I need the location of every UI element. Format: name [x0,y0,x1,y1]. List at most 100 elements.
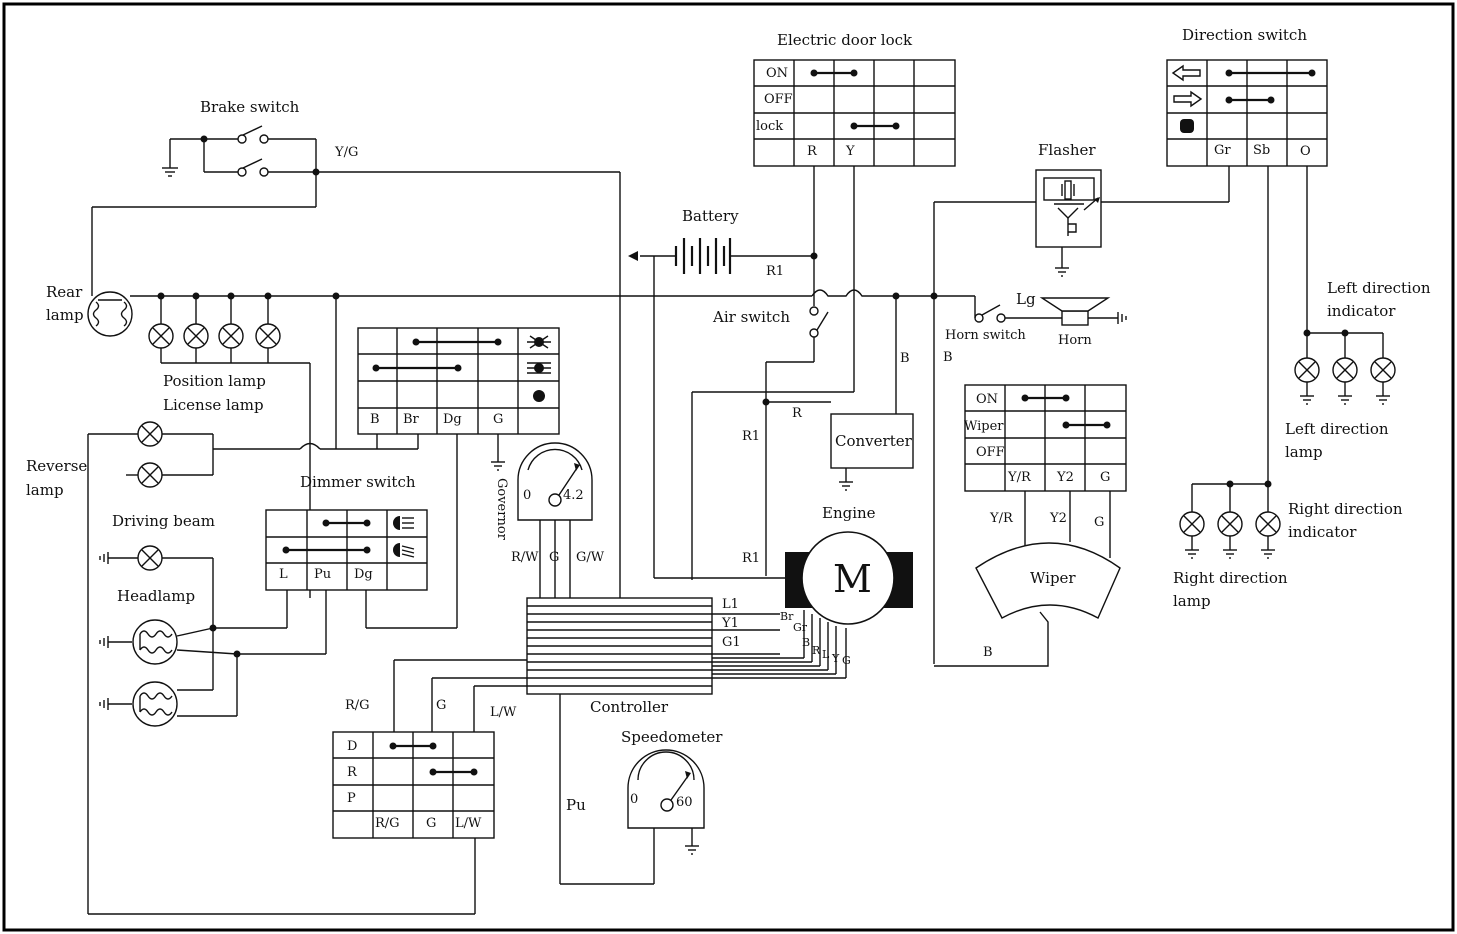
horn-switch-label: Horn switch [945,328,1026,343]
controller-wire-l1: L1 [722,597,739,612]
door-lock-col-r: R [807,144,818,159]
governor-wire-rw: R/W [511,550,539,565]
door-lock-row-lock: lock [756,119,783,134]
position-light-icon [527,362,551,374]
horn-wire-lg: Lg [1016,290,1036,308]
rear-lamp-label-2: lamp [46,306,84,324]
air-switch-label: Air switch [712,308,790,326]
lamp-icon [137,545,163,571]
motor-wire-g: G [842,654,851,667]
gear-col-g: G [426,816,436,831]
motor-wire-b: B [802,636,810,649]
gear-col-rg: R/G [375,816,400,831]
off-indicator-icon [533,390,545,402]
lamp-icon [1255,511,1281,537]
headlamps: Driving beam Headlamp [99,512,327,727]
electric-door-lock: Electric door lock ON OFF lock R Y [691,31,956,580]
governor-gauge: 0 4.2 Governor R/W G G/W [494,442,605,598]
gear-row-r: R [347,765,358,780]
dimmer-col-dg: Dg [354,567,373,582]
door-lock-label: Electric door lock [777,31,913,49]
governor-label: Governor [494,478,509,541]
air-wire-r: R [792,406,803,421]
battery: Battery R1 [628,207,818,579]
governor-wire-gw: G/W [576,550,605,565]
left-lamp-label-1: Left direction [1285,420,1389,438]
driving-beam-label: Driving beam [112,512,215,530]
lamp-icon [218,323,244,349]
door-lock-row-off: OFF [764,92,793,107]
light-col-br: Br [403,412,420,427]
speedometer-label: Speedometer [621,728,723,746]
right-lamp-label-1: Right direction [1173,569,1288,587]
controller-wire-y1: Y1 [721,616,739,631]
right-direction-lamps: Right direction indicator Right directio… [1173,480,1403,610]
gear-wire-rg: R/G [345,698,370,713]
speed-max: 60 [676,795,693,810]
rear-lamp-label-1: Rear [46,283,83,301]
brake-switch: Brake switch Y/G [91,98,621,598]
gear-row-d: D [347,739,357,754]
lamp-icon [1332,357,1358,383]
left-arrow-icon [1171,64,1201,82]
horn-wire-b: B [943,350,953,365]
left-indicator-label-1: Left direction [1327,279,1431,297]
low-beam-icon [393,543,415,558]
door-lock-row-on: ON [766,66,788,81]
speed-wire-pu: Pu [566,796,586,814]
governor-min: 0 [523,488,531,503]
left-indicator-label-2: indicator [1327,302,1396,320]
lamp-icon [137,462,163,488]
off-position-icon [1180,119,1194,133]
right-indicator-label-1: Right direction [1288,500,1403,518]
gear-row-p: P [347,791,356,806]
light-col-dg: Dg [443,412,462,427]
left-direction-lamps: Left direction indicator Left direction … [1285,279,1431,461]
engine-label: Engine [822,504,876,522]
headlamp-icon [132,619,178,665]
motor-wire-gr: Gr [793,621,808,634]
gear-wire-lw: L/W [490,705,517,720]
reverse-lamp-label-1: Reverse [26,457,87,475]
governor-max: 4.2 [563,488,584,503]
lamp-icon [1370,357,1396,383]
lamp-icon [137,421,163,447]
headlamp-icon [132,681,178,727]
wiper-wire-b: B [983,645,993,660]
light-col-b: B [370,412,380,427]
sun-icon [527,335,551,349]
wiper-col-yr: Y/R [1007,470,1032,485]
position-lamps: Position lamp License lamp [148,296,311,598]
motor-wire-y: Y [831,652,840,665]
brake-wire-label: Y/G [334,145,358,160]
direction-col-gr: Gr [1214,143,1231,158]
air-wire-r1: R1 [742,429,760,444]
wiper-col-y2: Y2 [1056,470,1074,485]
motor-wire-br: Br [780,610,794,623]
engine-motor: Engine M [785,504,913,625]
license-lamp-label: License lamp [163,396,264,414]
dimmer-col-l: L [279,567,288,582]
wiper-col-g: G [1100,470,1110,485]
controller-label: Controller [590,698,669,716]
light-switch-table: B Br Dg G [335,296,560,629]
gear-wire-g: G [436,698,446,713]
flasher: Flasher [933,141,1230,664]
direction-switch: Direction switch Gr Sb O [1166,26,1328,484]
motor-wire-l: L [822,648,830,661]
motor-wire-r1: R1 [742,551,760,566]
direction-col-sb: Sb [1253,143,1270,158]
wiper-row-wiper: Wiper [964,419,1004,434]
speed-min: 0 [630,792,638,807]
controller-wire-g1: G1 [722,635,741,650]
converter: Converter B [830,296,914,491]
governor-wire-g: G [549,550,559,565]
motor-symbol: M [833,557,872,601]
lamp-icon [255,323,281,349]
reverse-lamp-label-2: lamp [26,481,64,499]
reverse-lamps: Reverse lamp [26,421,476,915]
lamp-icon [1294,357,1320,383]
wiper-row-on: ON [976,392,998,407]
controller: Controller L1 Y1 G1 Br Gr B R L Y G [526,597,851,716]
